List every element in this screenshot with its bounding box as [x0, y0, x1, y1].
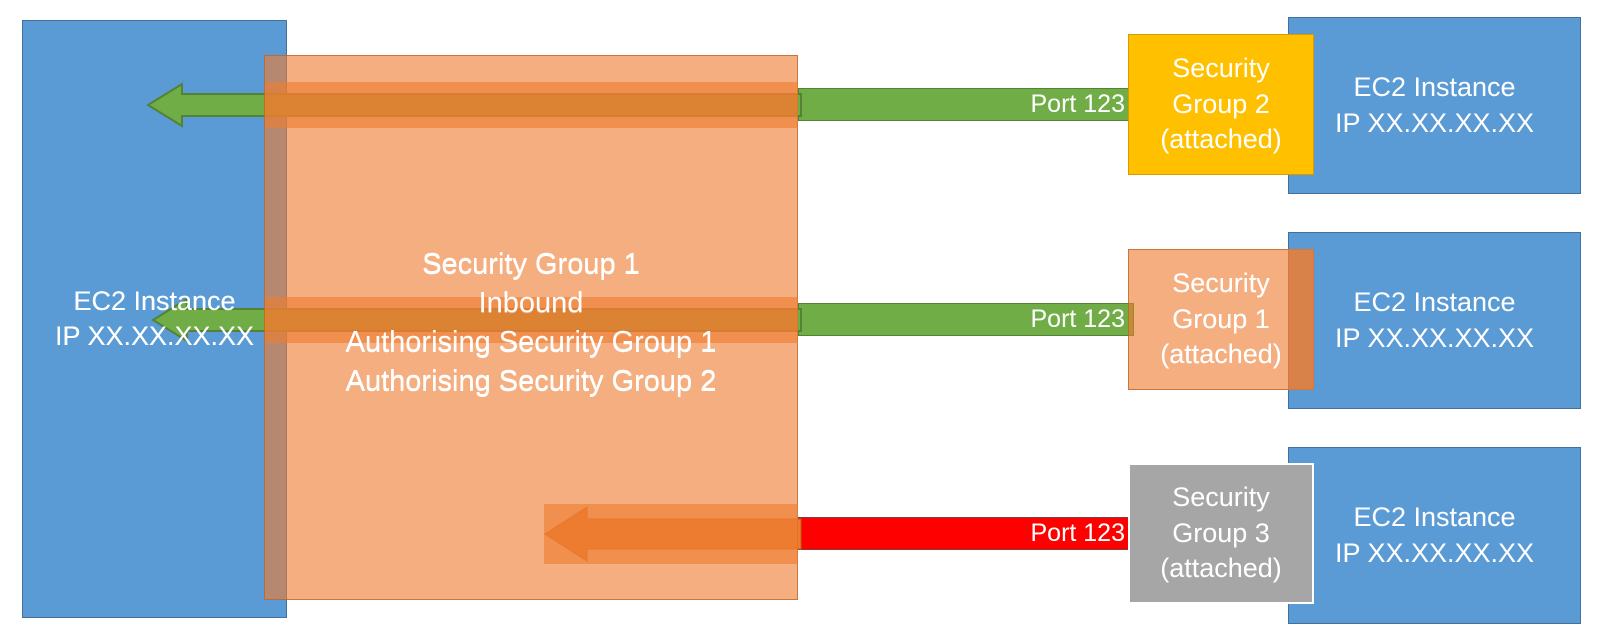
- security-group-1-rule-2: Authorising Security Group 2: [345, 365, 717, 398]
- security-group-2-line-3: (attached): [1160, 124, 1282, 155]
- security-group-1-rule-2-overlay: Authorising Security Group 2: [345, 364, 717, 397]
- port-label-row-2: Port 123: [1030, 305, 1125, 333]
- security-group-1-line-1: Security: [1172, 267, 1270, 298]
- ec2-instance-right-1-ip: IP XX.XX.XX.XX: [1334, 107, 1535, 138]
- security-group-1-labels: Security Group 1 Inbound Authorising Sec…: [264, 55, 798, 600]
- security-group-1-line-1-overlay: Security: [1172, 267, 1270, 298]
- security-group-1-title: Security Group 1: [422, 249, 640, 281]
- security-group-1-line-3-overlay: (attached): [1160, 339, 1282, 370]
- ec2-instance-right-1-name: EC2 Instance: [1353, 72, 1516, 103]
- ec2-instance-left-ip-overlay: IP XX.XX.XX.XX: [54, 321, 255, 351]
- security-group-1-line-2: Group 1: [1172, 303, 1270, 334]
- ec2-instance-right-2-ip: IP XX.XX.XX.XX: [1334, 322, 1535, 353]
- security-group-1-line-3: (attached): [1160, 339, 1282, 370]
- connector-bar-row-3[interactable]: Port 123: [798, 517, 1134, 550]
- security-group-1-rule-1-overlay: Authorising Security Group 1: [345, 325, 717, 358]
- security-group-1-attached-labels: Security Group 1 (attached): [1128, 249, 1314, 390]
- security-group-2-line-1: Security: [1172, 52, 1270, 83]
- security-group-3-line-2: Group 3: [1172, 517, 1270, 548]
- ec2-instance-left-labels: EC2 Instance IP XX.XX.XX.XX: [22, 20, 287, 618]
- ec2-instance-right-3-ip: IP XX.XX.XX.XX: [1334, 537, 1535, 568]
- security-group-3-line-3: (attached): [1160, 553, 1282, 584]
- security-group-2-line-2: Group 2: [1172, 88, 1270, 119]
- security-group-3-line-1: Security: [1172, 481, 1270, 512]
- port-label-row-1: Port 123: [1030, 90, 1125, 118]
- ec2-instance-right-3[interactable]: EC2 Instance IP XX.XX.XX.XX: [1288, 447, 1581, 624]
- security-group-1-line-2-overlay: Group 1: [1172, 303, 1270, 334]
- connector-bar-row-1[interactable]: Port 123: [798, 88, 1134, 121]
- port-label-row-3: Port 123: [1030, 519, 1125, 547]
- security-group-1-direction-overlay: Inbound: [478, 286, 584, 319]
- ec2-instance-right-2-name: EC2 Instance: [1353, 287, 1516, 318]
- ec2-instance-left-name-overlay: EC2 Instance: [73, 285, 236, 316]
- ec2-instance-right-1[interactable]: EC2 Instance IP XX.XX.XX.XX: [1288, 17, 1581, 194]
- security-group-1-title-overlay: Security Group 1: [422, 248, 640, 280]
- ec2-instance-right-2[interactable]: EC2 Instance IP XX.XX.XX.XX: [1288, 232, 1581, 409]
- security-group-1-attached[interactable]: Security Group 1 (attached): [1128, 249, 1314, 390]
- ec2-instance-right-3-name: EC2 Instance: [1353, 502, 1516, 533]
- connector-bar-row-2[interactable]: Port 123: [798, 303, 1134, 336]
- security-group-2-attached[interactable]: Security Group 2 (attached): [1128, 34, 1314, 175]
- security-group-3-attached[interactable]: Security Group 3 (attached): [1128, 463, 1314, 604]
